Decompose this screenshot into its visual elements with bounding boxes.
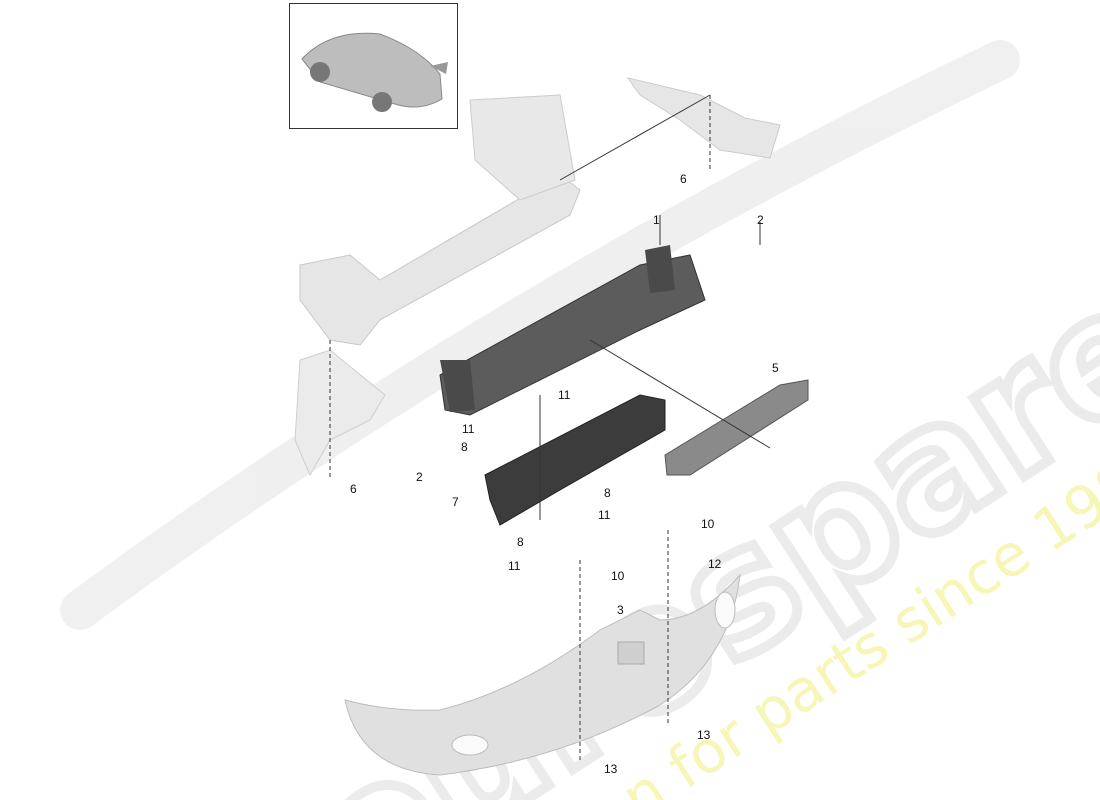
callout-6[interactable]: 6 — [680, 172, 687, 186]
callout-10[interactable]: 10 — [611, 569, 625, 583]
bumper-cover-lower — [344, 573, 741, 776]
callout-11[interactable]: 11 — [558, 388, 571, 402]
callout-11[interactable]: 11 — [462, 422, 475, 436]
callout-7[interactable]: 7 — [452, 495, 459, 509]
license-plate-recess — [617, 641, 645, 665]
callout-1[interactable]: 1 — [653, 213, 660, 227]
callout-12[interactable]: 12 — [708, 557, 722, 571]
callout-2[interactable]: 2 — [416, 470, 423, 484]
callout-11[interactable]: 11 — [598, 508, 611, 522]
callout-8[interactable]: 8 — [517, 535, 524, 549]
crossmember-frame — [294, 94, 581, 477]
leader-lines — [329, 94, 771, 760]
callout-2[interactable]: 2 — [757, 213, 764, 227]
bumper-carrier — [439, 245, 706, 416]
heat-shield-upper — [626, 77, 781, 159]
callout-3[interactable]: 3 — [617, 603, 624, 617]
callout-10[interactable]: 10 — [701, 517, 715, 531]
callout-11[interactable]: 11 — [508, 559, 521, 573]
vehicle-thumbnail — [289, 3, 458, 129]
callout-13[interactable]: 13 — [697, 728, 711, 742]
fog-lamp-opening-right — [714, 591, 736, 629]
callout-8[interactable]: 8 — [461, 440, 468, 454]
callout-13[interactable]: 13 — [604, 762, 618, 776]
callout-6[interactable]: 6 — [350, 482, 357, 496]
car-rear-three-quarter-icon — [301, 32, 448, 112]
fog-lamp-opening-left — [451, 734, 489, 756]
callout-8[interactable]: 8 — [604, 486, 611, 500]
impact-absorber — [484, 394, 666, 526]
callout-5[interactable]: 5 — [772, 361, 779, 375]
